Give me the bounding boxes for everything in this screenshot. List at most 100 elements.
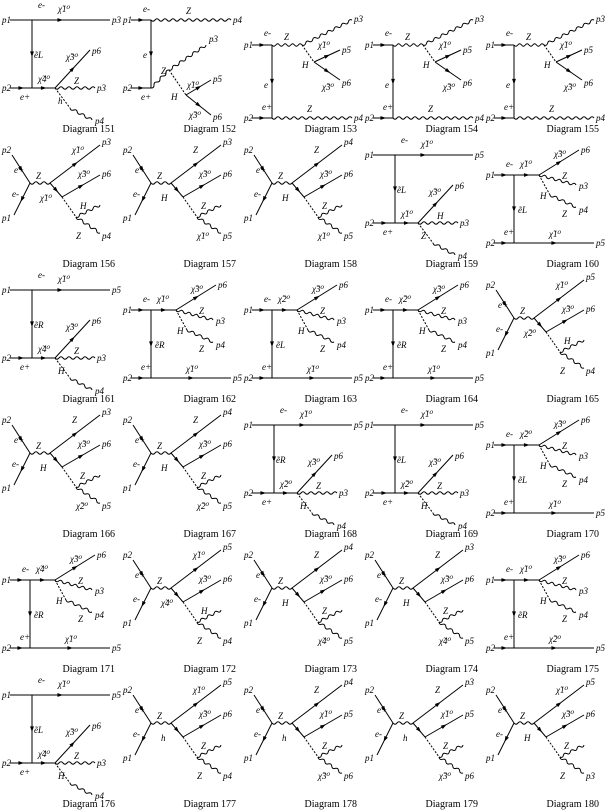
label-a: χ̃3⁰ <box>553 149 566 159</box>
label-top-particle: χ̃1⁰ <box>420 139 433 149</box>
label-top-particle: Z <box>284 32 290 42</box>
label-d-p: p4 <box>222 636 233 646</box>
label-c: h <box>161 733 166 743</box>
label-d: χ̃1⁰ <box>196 231 209 241</box>
label-positron: e+ <box>504 227 514 237</box>
external-positron-arrow <box>502 300 507 307</box>
label-p-out-bottom: p4 <box>474 113 485 123</box>
higgs-line <box>182 466 198 488</box>
diagram-caption: Diagram 154 <box>425 124 479 135</box>
z-decay <box>428 329 456 343</box>
label-branch-1-p: p6 <box>333 451 344 461</box>
label-p-out-bottom: p5 <box>595 238 605 248</box>
z-decay <box>549 194 577 208</box>
label-p-a: p2 <box>243 550 254 560</box>
label-internal: χ̃2⁰ <box>279 479 292 489</box>
diagram-caption: Diagram 174 <box>425 664 479 675</box>
label-b-p: p3 <box>336 316 347 326</box>
exchange-selectron-arrow <box>393 456 397 463</box>
neutralino-bottom-arrow <box>551 511 558 515</box>
label-internal: χ̃4⁰ <box>37 344 50 354</box>
neutralino-bottom-arrow <box>67 646 74 650</box>
z-s-channel <box>513 721 535 725</box>
label-electron: e- <box>143 4 150 14</box>
external-positron-arrow <box>501 116 508 120</box>
external-positron-arrow <box>380 116 387 120</box>
label-p-a: p2 <box>243 145 254 155</box>
label-a-p: p6 <box>580 415 591 425</box>
label-b-p: p3 <box>578 181 589 191</box>
branch-internal-arrow <box>52 456 59 463</box>
neutralino-a-arrow <box>323 54 330 59</box>
external-positron-arrow <box>139 570 144 577</box>
higgs-line <box>61 196 77 218</box>
label-b: Z <box>562 441 568 451</box>
label-higgs: H <box>297 326 305 336</box>
external-electron-arrow <box>504 735 509 742</box>
label-c: H <box>39 463 47 473</box>
label-d-p: p4 <box>101 231 112 241</box>
label-z: Z <box>157 711 163 721</box>
label-p-in-bottom: p2 <box>364 218 375 228</box>
z-s-channel <box>150 586 172 590</box>
z-boson-out <box>54 356 96 360</box>
label-branch-1-p: p6 <box>91 46 102 56</box>
label-p-out-bottom: p4 <box>353 113 364 123</box>
label-exchange: ẽL <box>34 50 43 60</box>
external-positron-arrow <box>381 491 388 495</box>
label-a-p: p4 <box>343 542 354 552</box>
label-z: Z <box>520 306 526 316</box>
external-positron-arrow <box>18 761 25 765</box>
label-p-in-top: p1 <box>364 305 374 315</box>
neutralino-internal-arrow <box>403 221 410 225</box>
label-exchange: ẽL <box>397 185 406 195</box>
label-z: Z <box>36 171 42 181</box>
neutralino-b-arrow <box>195 101 201 107</box>
label-p-in-bottom: p2 <box>485 508 496 518</box>
diagram-caption: Diagram 155 <box>546 124 600 135</box>
diagram-caption: Diagram 177 <box>183 799 237 810</box>
branch-b-arrow <box>198 184 205 189</box>
label-p-out-bottom: p5 <box>595 508 605 518</box>
label-e-a: e+ <box>14 435 24 445</box>
external-positron-arrow <box>260 165 265 172</box>
label-c: H <box>281 598 289 608</box>
external-positron-arrow <box>139 165 144 172</box>
label-electron: e- <box>401 135 408 145</box>
label-top-particle: χ̃1⁰ <box>156 294 169 304</box>
label-exchange: e <box>385 80 389 90</box>
exchange-selectron-arrow <box>512 611 516 618</box>
label-p-in-top: p1 <box>122 305 132 315</box>
label-a: Z <box>161 66 167 76</box>
label-b: χ̃1⁰ <box>319 709 332 719</box>
label-p-in-top: p1 <box>1 15 11 25</box>
z-s-channel <box>29 451 51 455</box>
label-e-a: e+ <box>256 570 266 580</box>
z-out <box>538 174 577 186</box>
label-z: Z <box>399 711 405 721</box>
label-a: Z <box>193 415 199 425</box>
label-a-p: p5 <box>222 542 233 552</box>
neutralino-out-1-arrow <box>69 741 75 748</box>
label-b-p: p6 <box>222 574 233 584</box>
label-z: Z <box>278 711 284 721</box>
label-c-p: p4 <box>457 340 468 350</box>
external-electron-arrow <box>17 578 24 582</box>
label-p-b: p1 <box>1 213 11 223</box>
neutralino-internal-arrow <box>281 308 288 312</box>
external-positron-arrow <box>259 376 266 380</box>
label-higgs: h <box>58 96 63 106</box>
higgs-line <box>303 601 319 623</box>
label-a-p: p5 <box>341 45 352 55</box>
